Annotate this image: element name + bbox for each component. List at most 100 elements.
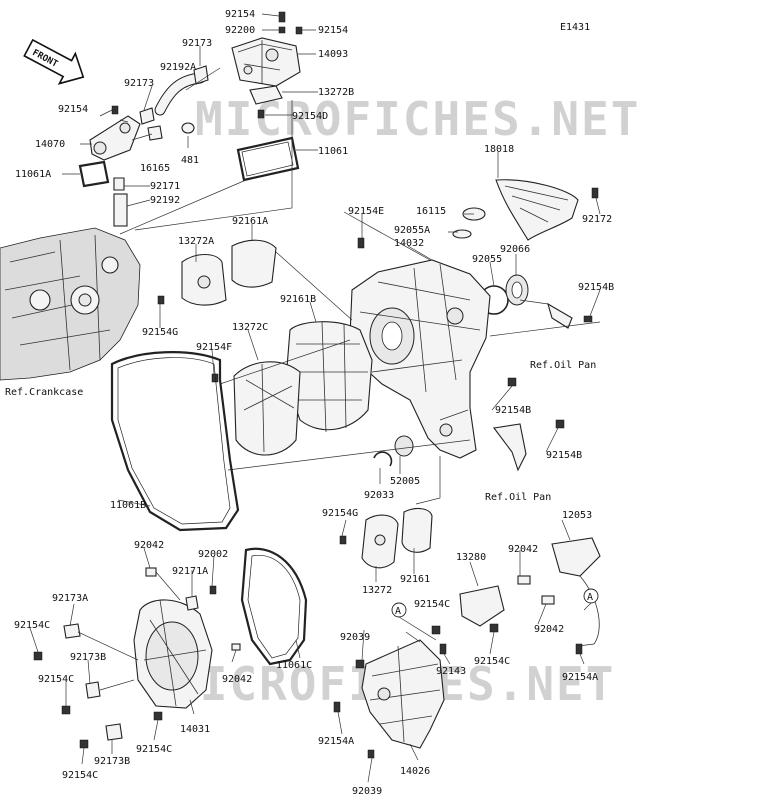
oring-92055a: [452, 229, 472, 239]
bracket-oil-pan-upper: [547, 302, 573, 329]
label-92154-c: 92154: [58, 104, 88, 115]
label-13280: 13280: [456, 552, 486, 563]
dowel-92042-lower: [231, 643, 241, 651]
label-92154-b: 92154: [318, 25, 348, 36]
plate-13272b: [249, 85, 283, 105]
label-16115: 16115: [416, 206, 446, 217]
label-14026: 14026: [400, 766, 430, 777]
bolt-92154g-upper: [157, 295, 165, 305]
label-92154b-b: 92154B: [495, 405, 531, 416]
label-92154d: 92154D: [292, 111, 328, 122]
label-92173b-a: 92173B: [70, 652, 106, 663]
front-arrow-icon: FRONT: [23, 38, 85, 85]
gasket-11061: [236, 136, 300, 182]
label-92154c-c: 92154C: [414, 599, 450, 610]
bolt-92154-left: [111, 105, 119, 115]
label-92154e: 92154E: [348, 206, 384, 217]
bolt-92002: [209, 585, 217, 595]
plate-13272c: [233, 361, 301, 456]
bolt-92154d: [257, 109, 265, 119]
gasket-11061c: [240, 547, 308, 666]
clamp-92173: [139, 107, 155, 125]
label-92154a-b: 92154A: [318, 736, 354, 747]
gasket-11061b: [110, 351, 240, 532]
bolt-92154c-b: [61, 705, 71, 715]
clamp-92173b-upper: [85, 681, 101, 699]
bolt-92154c-right: [489, 623, 499, 633]
label-92002: 92002: [198, 549, 228, 560]
label-18018: 18018: [484, 144, 514, 155]
clamp-92173b-lower: [105, 723, 123, 741]
ref-crankcase: Ref.Crankcase: [5, 387, 83, 398]
part-16165: [147, 125, 163, 141]
dowel-92042-left: [145, 567, 157, 577]
label-13272: 13272: [362, 585, 392, 596]
housing-14093: [231, 37, 301, 87]
label-92172: 92172: [582, 214, 612, 225]
label-92154g-a: 92154G: [142, 327, 178, 338]
label-92055: 92055: [472, 254, 502, 265]
label-92154f: 92154F: [196, 342, 232, 353]
label-92042-c: 92042: [134, 540, 164, 551]
label-11061b: 11061B: [110, 500, 146, 511]
label-14031: 14031: [180, 724, 210, 735]
clamp-92173-top: [193, 65, 209, 85]
label-92161a: 92161A: [232, 216, 268, 227]
fitting-14070: [89, 115, 141, 161]
label-92039-a: 92039: [340, 632, 370, 643]
bolt-92154e: [357, 237, 365, 249]
bolt-92154a-right: [575, 643, 583, 655]
bolt-92154c-mid: [431, 625, 441, 635]
bolt-92039-upper: [355, 659, 365, 669]
label-92154b-a: 92154B: [578, 282, 614, 293]
bolt-92039-lower: [367, 749, 375, 759]
dowel-92042-upper: [517, 575, 531, 585]
bolt-92154c-a: [33, 651, 43, 661]
label-92192: 92192: [150, 195, 180, 206]
label-92033: 92033: [364, 490, 394, 501]
label-92192a: 92192A: [160, 62, 196, 73]
label-481: 481: [181, 155, 199, 166]
bolt-92143: [439, 643, 447, 655]
cover-14031: [133, 599, 213, 709]
ref-oil-pan-2: Ref.Oil Pan: [485, 492, 551, 503]
bolt-92154c-d: [79, 739, 89, 749]
cover-13280: [459, 585, 505, 627]
label-16165: 16165: [140, 163, 170, 174]
label-92039-b: 92039: [352, 786, 382, 797]
label-92154c-d: 92154C: [474, 656, 510, 667]
circlip-92033: [373, 451, 393, 467]
bolt-92172: [591, 187, 599, 199]
diagram-id: E1431: [560, 22, 590, 33]
pad-92161a: [231, 239, 277, 288]
callout-a-right-letter: A: [587, 592, 593, 603]
label-92171: 92171: [150, 181, 180, 192]
label-92200: 92200: [225, 25, 255, 36]
bolt-92154c-c: [153, 711, 163, 721]
callout-a-left-letter: A: [395, 606, 401, 617]
pad-92161: [401, 507, 433, 553]
label-92154-a: 92154: [225, 9, 255, 20]
label-92171a: 92171A: [172, 566, 208, 577]
label-12053: 12053: [562, 510, 592, 521]
seal-52005: [394, 435, 414, 457]
ref-oil-pan-1: Ref.Oil Pan: [530, 360, 596, 371]
label-14070: 14070: [35, 139, 65, 150]
label-92173-b: 92173: [124, 78, 154, 89]
part-labels: 92154 92200 92154 92173 14093 92192A 921…: [14, 9, 614, 797]
shield-18018: [495, 179, 579, 241]
label-92154b-c: 92154B: [546, 450, 582, 461]
gasket-11061a: [78, 160, 110, 188]
hose-92192a: [155, 73, 205, 115]
label-92173-a: 92173: [182, 38, 212, 49]
label-92042-b: 92042: [534, 624, 564, 635]
label-14093: 14093: [318, 49, 348, 60]
label-92042-d: 92042: [222, 674, 252, 685]
insulator-92161b: [285, 321, 373, 431]
bolt-92154b-upper: [583, 315, 593, 323]
label-92066: 92066: [500, 244, 530, 255]
label-92154g-b: 92154G: [322, 508, 358, 519]
label-92161: 92161: [400, 574, 430, 585]
